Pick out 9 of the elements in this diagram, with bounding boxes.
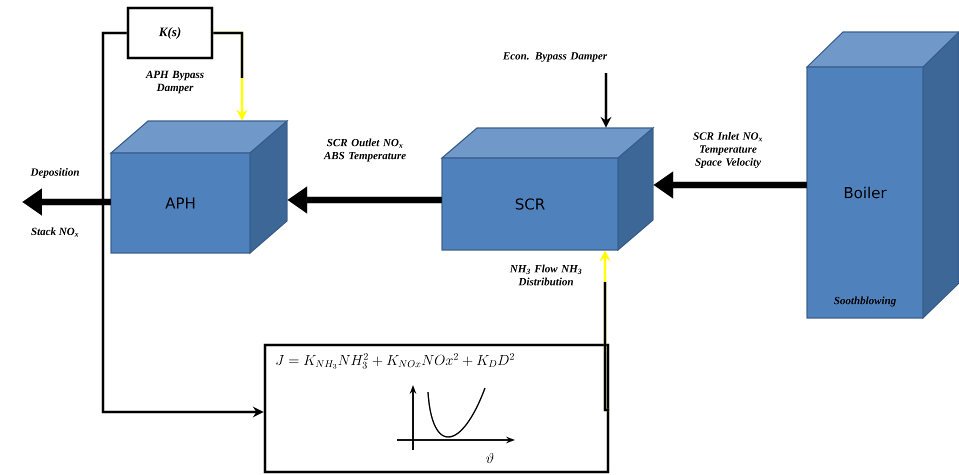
transfer-function-box: K(s)	[126, 6, 214, 60]
edge-label: SCR Inlet NO$_{x}$ Temperature Space Velocity	[693, 132, 762, 168]
edge-label: APH Bypass Damper	[145, 70, 204, 94]
cost-function-box: $J=K_{NH_3}NH_3^2+K_{NOx}NOx^2+K_DD^2$ $\vartheta$	[264, 344, 610, 474]
edge-label: SCR Outlet NO$_{x}$ ABS Temperature	[323, 138, 406, 162]
edge-label: Econ. Bypass Damper	[502, 52, 608, 62]
edge-label: NH$_{3}$ Flow NH$_{3}$ Distribution	[510, 264, 582, 286]
flow-label: Stack NO$_{x}$	[31, 227, 78, 237]
flow-label: Deposition	[30, 168, 79, 178]
